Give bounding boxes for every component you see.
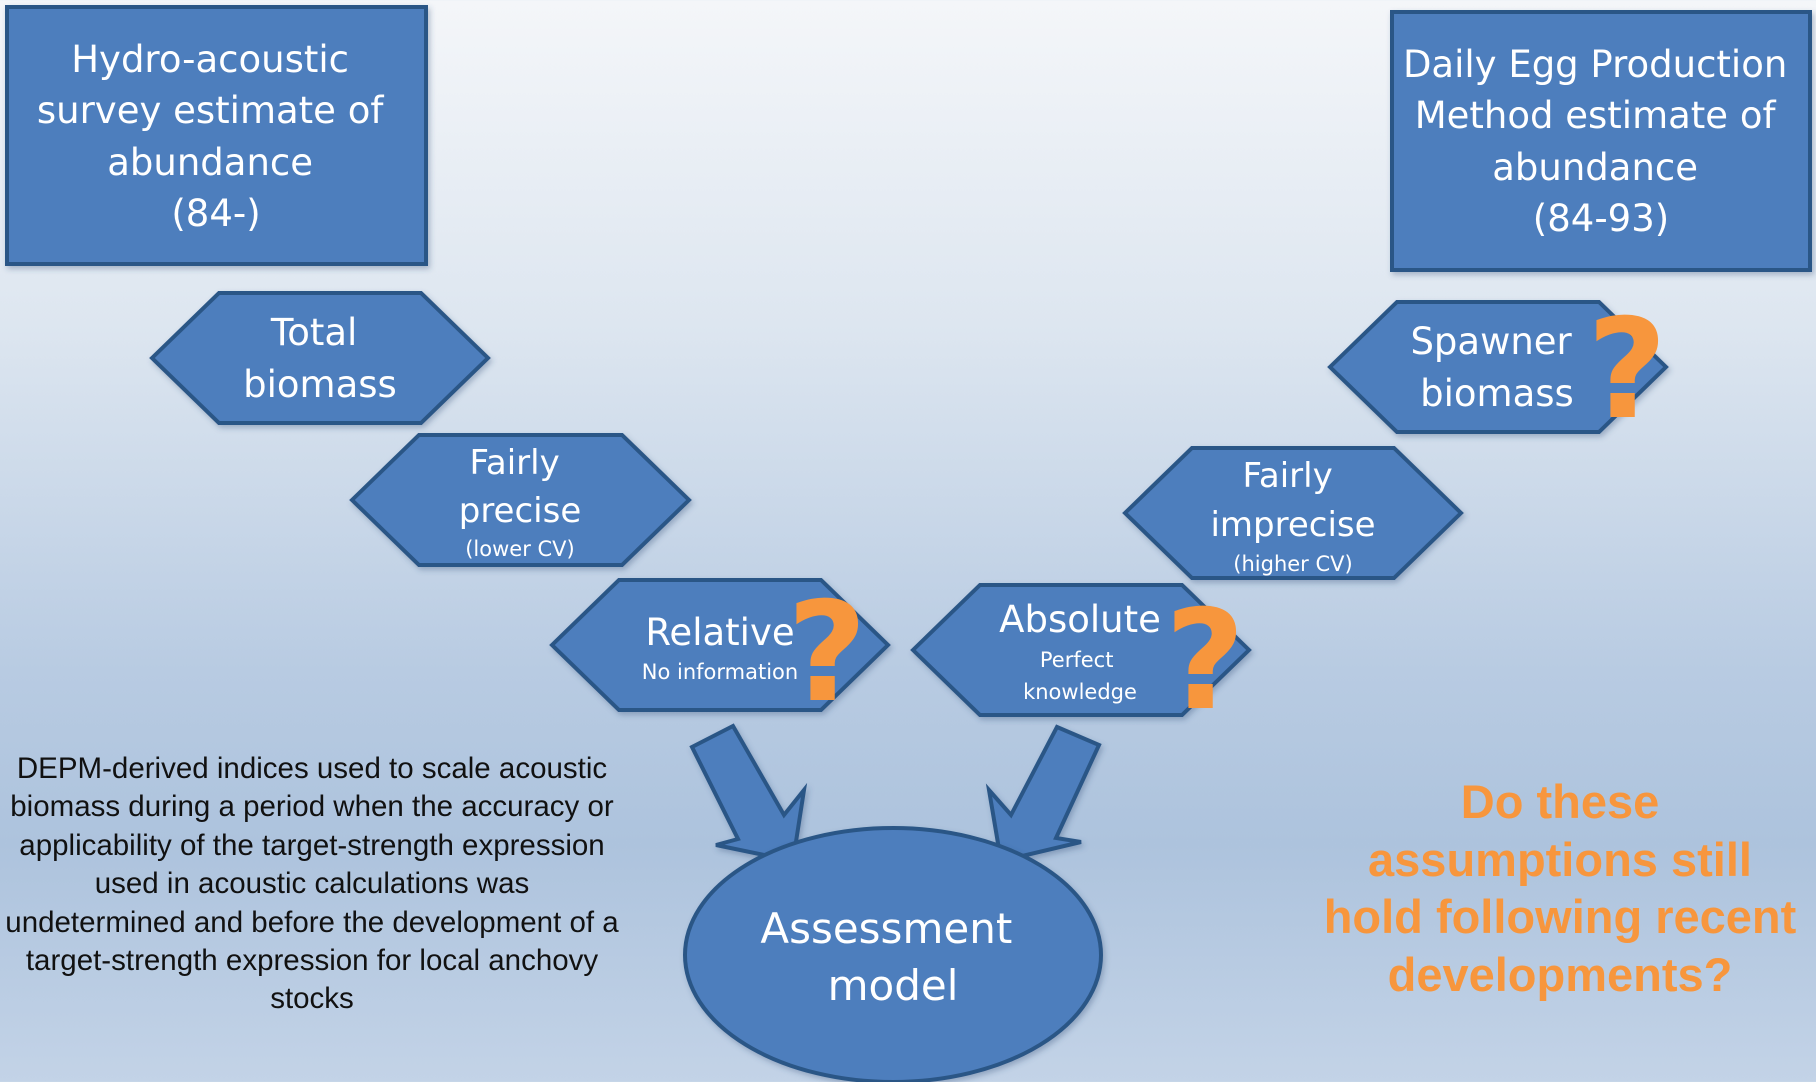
spawner-biomass-hexagon: Spawner biomass [1327, 300, 1669, 434]
question-line: hold following recent [1323, 890, 1797, 943]
question-line: assumptions still [1368, 832, 1752, 886]
right-arrow [985, 724, 1102, 864]
question-line: Do these [1460, 775, 1660, 828]
question-mark-icon-spawner: ? [1587, 289, 1667, 450]
note-line: undetermined and before the development … [5, 905, 619, 939]
svg-text:Fairly imprecise: Fairly imprecise [1210, 456, 1375, 545]
svg-text:Spawner biomass: Spawner biomass [1410, 320, 1583, 415]
svg-text:Relative: Relative [645, 611, 794, 654]
fairly-precise-hexagon: Fairly precise (lower CV) [349, 433, 692, 567]
depm-scaling-note: DEPM-derived indices used to scale acous… [0, 750, 636, 1019]
svg-text:Fairly precise: Fairly precise [459, 443, 582, 531]
svg-text:Total biomass: Total biomass [243, 311, 397, 406]
question-mark-icon-relative: ? [787, 572, 867, 733]
assessment-model-ellipse: Assessment model [683, 826, 1103, 1082]
svg-text:Hydro-acoustic survey es: Hydro-acoustic survey estimate of abunda… [37, 38, 395, 235]
note-line: applicability of the target-strength exp… [19, 828, 605, 862]
note-line: target-strength expression for local anc… [25, 944, 599, 978]
svg-text:Daily Egg Production Met: Daily Egg Production Method estimate of … [1403, 43, 1799, 240]
fairly-imprecise-hexagon: Fairly imprecise (higher CV) [1122, 446, 1464, 580]
svg-text:(lower CV): (lower CV) [465, 537, 575, 561]
relative-hexagon: Relative No information [549, 578, 891, 712]
note-line: biomass during a period when the accurac… [10, 790, 614, 824]
svg-text:Absolute: Absolute [999, 598, 1161, 641]
note-line: DEPM-derived indices used to scale acous… [16, 752, 608, 785]
svg-text:No information: No information [642, 660, 798, 684]
assumptions-question: Do these assumptions still hold followin… [1300, 773, 1816, 1003]
svg-text:Assessment model: Assessment model [760, 904, 1025, 1010]
note-line: used in acoustic calculations was [94, 867, 530, 901]
svg-text:Perfect knowledge: Perfect knowledge [1023, 648, 1137, 704]
left-arrow [689, 723, 808, 864]
note-line: stocks [270, 982, 354, 1016]
svg-text:(higher CV): (higher CV) [1233, 552, 1352, 576]
absolute-hexagon: Absolute Perfect knowledge [910, 583, 1252, 717]
total-biomass-hexagon: Total biomass [149, 291, 491, 425]
depm-box: Daily Egg Production Method estimate of … [1390, 10, 1812, 272]
acoustic-survey-box: Hydro-acoustic survey estimate of abunda… [5, 5, 428, 266]
question-line: developments? [1387, 947, 1733, 1001]
question-mark-icon-absolute: ? [1165, 580, 1245, 741]
